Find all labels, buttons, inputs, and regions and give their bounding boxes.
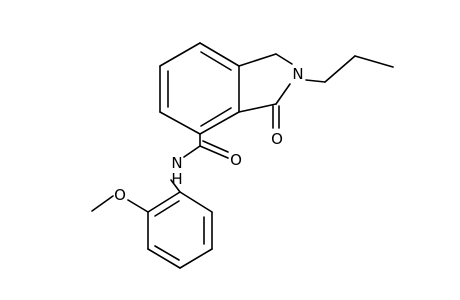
atom-label-n-ring: N [292, 65, 303, 83]
bond [354, 55, 394, 68]
atom-label-o-ring-carbonyl: O [271, 130, 283, 148]
bond [91, 195, 114, 212]
methoxyphenyl-ring [91, 179, 213, 269]
bond [238, 103, 277, 113]
double-bond-inner [154, 245, 180, 261]
bond [275, 53, 293, 65]
bond [127, 199, 149, 213]
double-bond-inner [200, 51, 232, 71]
atom-label-h-amide: H [171, 170, 182, 188]
bond [199, 42, 240, 67]
bond [305, 79, 326, 83]
bond [179, 248, 213, 269]
bond [238, 53, 277, 67]
bond [170, 179, 181, 193]
atom-label-n-amide: N [171, 154, 182, 172]
bond [324, 55, 356, 83]
atom-label-o-methoxy: O [114, 186, 126, 204]
amide-carbonyl-bond [202, 140, 229, 153]
lactam-ring [238, 53, 394, 129]
benzo-ring [159, 42, 240, 135]
bond [199, 145, 229, 159]
bond [183, 145, 201, 158]
bond [199, 111, 240, 135]
bond [147, 191, 181, 213]
double-bond-inner [154, 200, 180, 217]
bond [275, 83, 291, 105]
double-bond-inner [200, 107, 232, 127]
amide-group [183, 133, 229, 159]
bond [179, 191, 213, 213]
bond [147, 248, 181, 269]
bond [159, 42, 201, 67]
atom-label-o-amide: O [230, 151, 242, 169]
bond [159, 111, 201, 135]
